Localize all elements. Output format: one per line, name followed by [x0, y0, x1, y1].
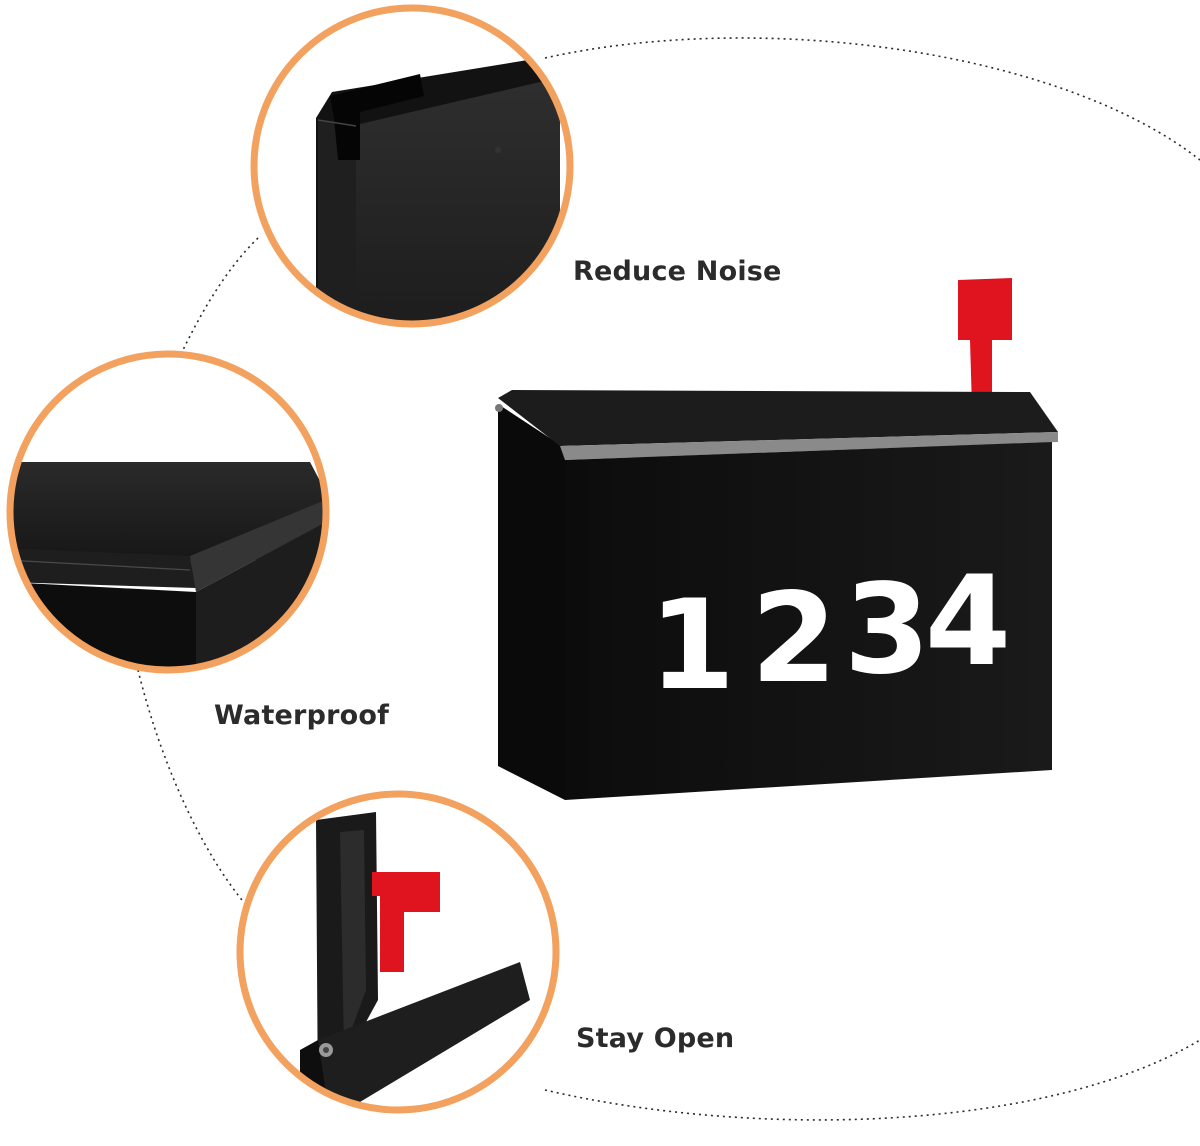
feature-label-reduce-noise: Reduce Noise: [573, 256, 782, 287]
waterproof-closeup-circle: [6, 350, 330, 674]
mailbox-flag: [958, 278, 1012, 408]
dotted-connector-path: [137, 669, 247, 906]
feature-label-stay-open: Stay Open: [576, 1023, 735, 1054]
reduce-noise-closeup-circle: [250, 4, 574, 328]
house-number-digit: 1: [649, 574, 735, 718]
feature-label-waterproof: Waterproof: [214, 700, 390, 731]
stay-open-closeup-circle: [236, 790, 560, 1114]
house-numbers: 1 2 3 4: [649, 550, 1011, 718]
dotted-connector-path: [181, 237, 259, 353]
house-number-digit: 3: [844, 558, 930, 702]
house-number-digit: 2: [751, 567, 837, 711]
mailbox-product: 1 2 3 4: [495, 278, 1058, 800]
dotted-connector-path: [544, 1039, 1200, 1121]
house-number-digit: 4: [925, 550, 1011, 694]
dotted-connector-path: [544, 37, 1200, 161]
